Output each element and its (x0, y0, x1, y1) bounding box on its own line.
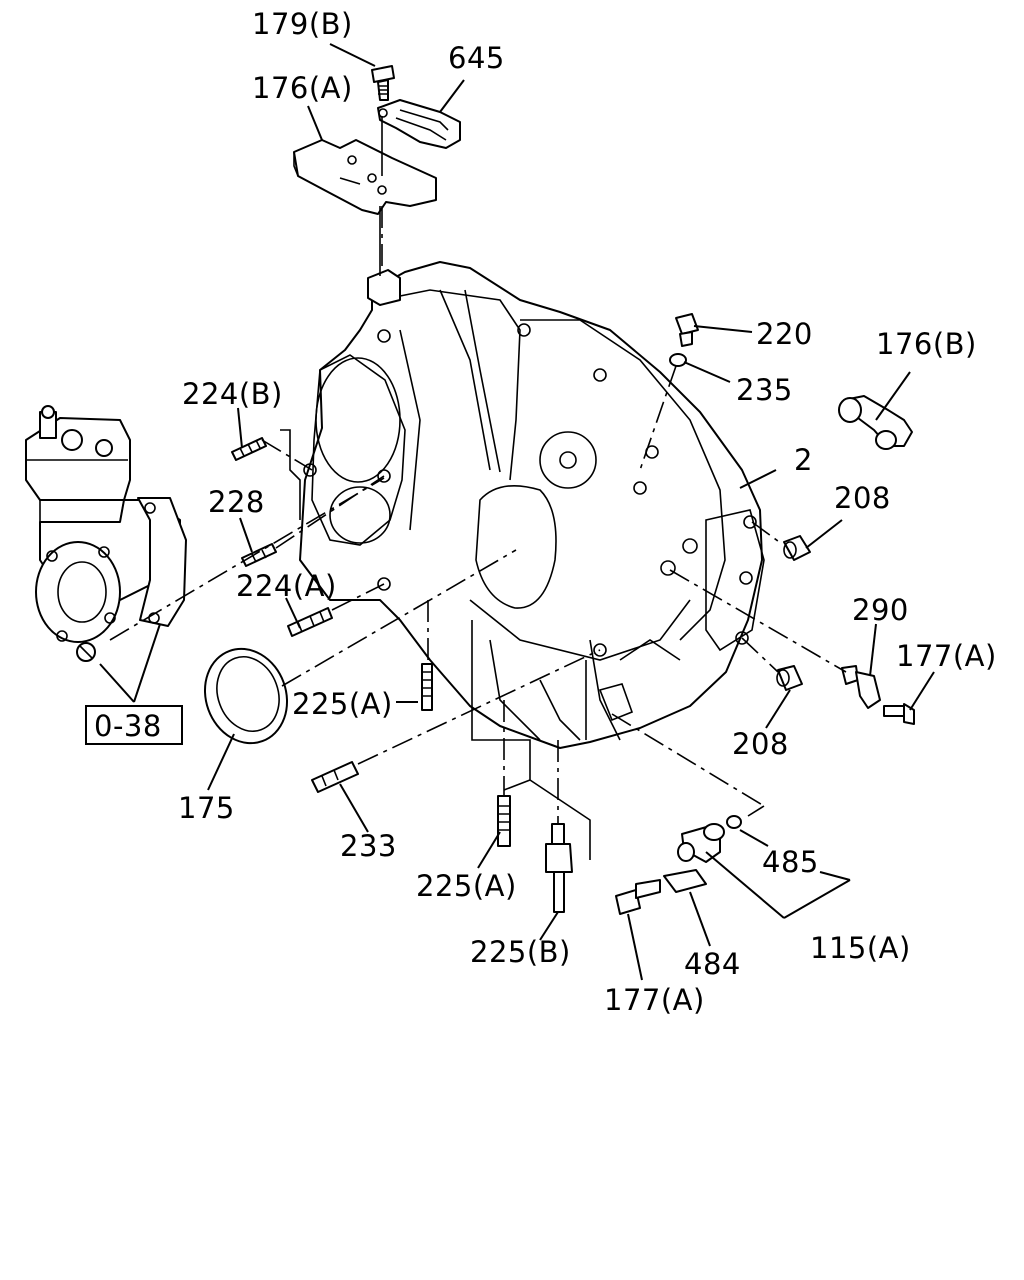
callout-225a-upper: 225(A) (292, 687, 393, 721)
callout-233: 233 (340, 829, 397, 863)
o-ring-485 (726, 815, 742, 829)
stud-224b (231, 437, 267, 461)
plug-208-upper (783, 535, 811, 561)
bolt-177a-right (883, 703, 915, 725)
bracket-176a (293, 139, 437, 215)
stud-225a-lower (497, 795, 511, 847)
callout-176b: 176(B) (876, 327, 977, 361)
callout-485: 485 (762, 845, 819, 879)
callout-484: 484 (684, 947, 741, 981)
callout-235: 235 (736, 373, 793, 407)
callout-208-upper: 208 (834, 481, 891, 515)
bolt-179b (371, 65, 395, 101)
callout-2: 2 (794, 443, 813, 477)
reference-box-label: 0-38 (94, 709, 162, 743)
callout-224a: 224(A) (236, 569, 337, 603)
callout-177a-lower: 177(A) (604, 983, 705, 1017)
bracket-176b (838, 395, 913, 450)
callout-225a-lower: 225(A) (416, 869, 517, 903)
callout-220: 220 (756, 317, 813, 351)
air-compressor (25, 405, 187, 662)
stud-233 (311, 761, 359, 793)
flywheel-housing (299, 261, 765, 749)
bolt-220 (675, 313, 699, 347)
callout-225b: 225(B) (470, 935, 571, 969)
reference-box (85, 705, 183, 745)
bolt-177a-lower (615, 879, 661, 915)
leader-lines (99, 43, 935, 981)
o-ring-235 (669, 353, 687, 367)
callout-208-lower: 208 (732, 727, 789, 761)
callout-179b: 179(B) (252, 7, 353, 41)
bracket-484 (663, 869, 707, 893)
callout-115a: 115(A) (810, 931, 911, 965)
fitting-290 (841, 665, 881, 709)
stud-225a-upper (421, 663, 433, 711)
callout-228: 228 (208, 485, 265, 519)
assembly-frame (280, 429, 765, 860)
callout-175: 175 (178, 791, 235, 825)
sensor-115a (677, 823, 725, 863)
callout-177a-right: 177(A) (896, 639, 997, 673)
stud-224a (287, 607, 333, 637)
stud-228 (241, 543, 277, 567)
center-lines (109, 206, 847, 824)
callout-176a: 176(A) (252, 71, 353, 105)
clip-645 (377, 99, 461, 149)
callout-645: 645 (448, 41, 505, 75)
callout-290: 290 (852, 593, 909, 627)
plug-208-lower (776, 665, 803, 691)
callout-224b: 224(B) (182, 377, 283, 411)
stud-225b (545, 823, 573, 913)
oil-seal-175 (203, 647, 289, 745)
